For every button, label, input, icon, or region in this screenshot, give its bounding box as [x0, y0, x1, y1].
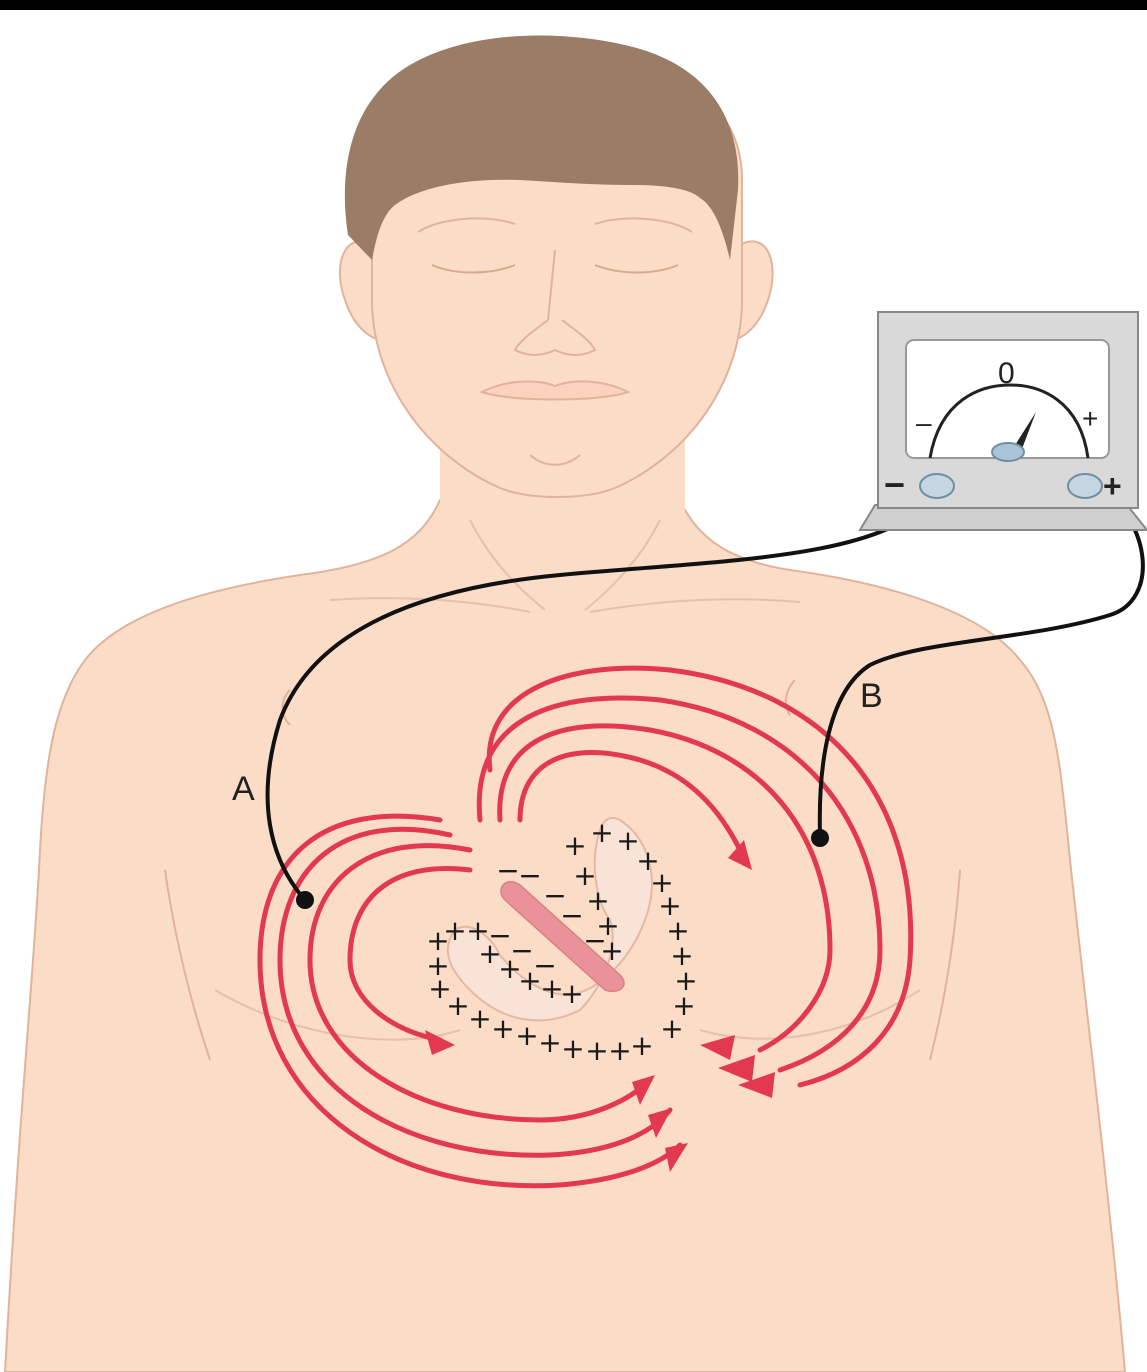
- positive-charge: +: [590, 816, 613, 849]
- terminal-plus[interactable]: [1068, 474, 1102, 498]
- negative-charge: −: [533, 949, 556, 982]
- electrode-b: [811, 829, 829, 847]
- terminal-plus-label: +: [1103, 468, 1122, 504]
- electrode-b-label: B: [860, 677, 883, 715]
- meter-scale-plus: +: [1082, 403, 1098, 434]
- top-border: [0, 0, 1147, 10]
- meter-scale-minus: –: [916, 407, 932, 438]
- negative-charge: −: [488, 919, 511, 952]
- negative-charge: −: [510, 934, 533, 967]
- positive-charge: +: [491, 1012, 514, 1045]
- negative-charge: −: [583, 924, 606, 957]
- meter-pivot: [992, 443, 1024, 461]
- positive-charge: +: [443, 914, 466, 947]
- negative-charge: −: [518, 859, 541, 892]
- positive-charge: +: [660, 1012, 683, 1045]
- positive-charge: +: [563, 829, 586, 862]
- positive-charge: +: [468, 1002, 491, 1035]
- negative-charge: −: [496, 854, 519, 887]
- positive-charge: +: [515, 1019, 538, 1052]
- galvanometer: 0 – + − +: [860, 312, 1147, 530]
- positive-charge: +: [561, 1032, 584, 1065]
- positive-charge: +: [585, 1034, 608, 1067]
- terminal-minus[interactable]: [920, 474, 954, 498]
- positive-charge: +: [630, 1029, 653, 1062]
- meter-zero-label: 0: [998, 357, 1015, 390]
- electrode-a: [296, 891, 314, 909]
- terminal-minus-label: −: [884, 464, 905, 505]
- positive-charge: +: [608, 1034, 631, 1067]
- positive-charge: +: [560, 977, 583, 1010]
- electrode-a-label: A: [232, 770, 255, 808]
- positive-charge: +: [538, 1026, 561, 1059]
- negative-charge: −: [560, 899, 583, 932]
